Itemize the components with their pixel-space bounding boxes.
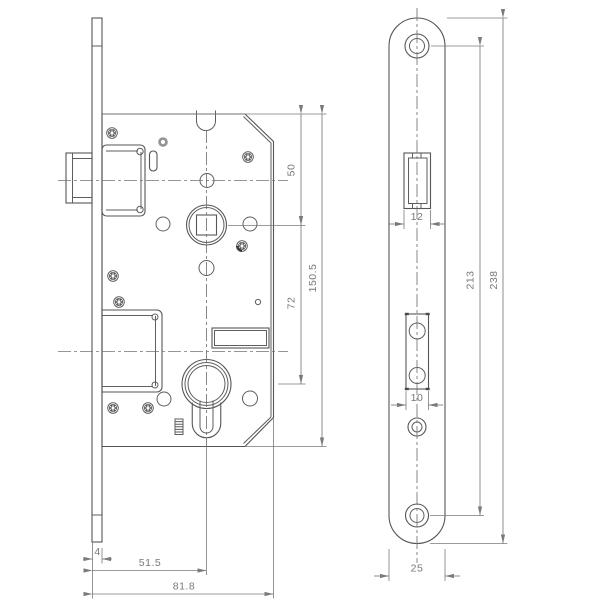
dim-case-depth: 81.8: [83, 581, 274, 597]
dim-case-height: 150.5: [307, 105, 325, 447]
dim-latch-cutout-width: 12: [389, 211, 445, 227]
dim-label-50: 50: [286, 164, 298, 177]
dim-screw-hole-centers: 213: [465, 37, 483, 516]
dim-bolt-cutout-width: 10: [391, 392, 443, 408]
cutout-corner-tabs: [404, 312, 430, 391]
screw-shadow-mark: [236, 246, 242, 252]
dim-label-72: 72: [286, 297, 298, 310]
dimensions: 50 72 150.5 4 51.5 81.8: [83, 9, 508, 599]
deadbolt-body: [101, 309, 163, 393]
side-view-lock-case: [58, 17, 288, 543]
dim-label-150-5: 150.5: [307, 264, 319, 293]
side-view-centerlines: [58, 130, 288, 446]
case-outline: [101, 113, 275, 448]
spring-symbol: [174, 418, 184, 435]
dim-label-10: 10: [411, 392, 424, 404]
rivet: [158, 137, 168, 147]
dim-label-12: 12: [411, 211, 424, 223]
dim-top-to-follower: 50: [286, 105, 304, 225]
pin-slot: [148, 150, 158, 172]
dim-label-4: 4: [94, 546, 100, 558]
latch-bolt-head: [65, 152, 93, 204]
faceplate-edge: [91, 17, 103, 543]
case-holes: [155, 173, 262, 407]
dim-plate-thickness: 4: [83, 546, 112, 562]
dim-label-51-5: 51.5: [139, 557, 161, 569]
dim-backset: 51.5: [83, 557, 207, 573]
dim-follower-to-cylinder: 72: [286, 216, 304, 384]
dim-label-81-8: 81.8: [173, 581, 195, 593]
dim-label-213: 213: [465, 270, 477, 289]
dim-label-238: 238: [488, 270, 500, 289]
dim-plate-height: 238: [488, 9, 506, 544]
guide-block: [211, 327, 270, 349]
extension-lines-front: [388, 17, 508, 581]
front-view-faceplate: [388, 8, 446, 563]
dim-plate-width: 25: [374, 563, 460, 579]
dim-label-25: 25: [411, 563, 424, 575]
top-tab-cutout: [196, 110, 216, 131]
torx-screws: [106, 127, 254, 414]
extension-lines-side: [92, 113, 327, 599]
